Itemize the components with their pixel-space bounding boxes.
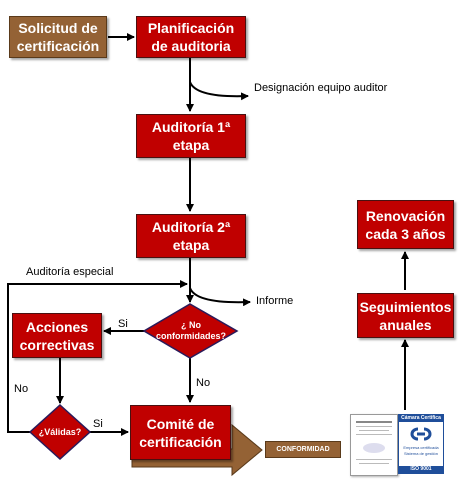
auditoria2-box: Auditoría 2ª etapa (136, 214, 246, 258)
certification-seal: Cámara Certifica Empresa certificada Sis… (398, 414, 444, 474)
certificate-document (350, 414, 398, 476)
no-conformidades-diamond (142, 303, 239, 359)
renovacion-box: Renovación cada 3 años (357, 200, 454, 249)
arrow-informe (189, 287, 251, 307)
si-label-1: Si (118, 318, 128, 330)
auditoria-especial-label: Auditoría especial (26, 266, 114, 278)
designacion-label: Designación equipo auditor (254, 82, 388, 94)
seal-sub2: Sistema de gestión (403, 451, 439, 456)
validas-text: ¿Válidas? (38, 427, 82, 437)
auditoria1-box: Auditoría 1ª etapa (136, 114, 246, 158)
seguimientos-label: Seguimientos anuales (359, 298, 452, 333)
auditoria2-label: Auditoría 2ª etapa (151, 219, 231, 253)
renovacion-label: Renovación cada 3 años (365, 207, 446, 242)
informe-label: Informe (256, 295, 294, 307)
planificacion-box: Planificación de auditoria (136, 16, 246, 58)
seal-title: Cámara Certifica (399, 415, 443, 422)
arrow-designacion (189, 81, 249, 101)
si-label-2: Si (93, 418, 103, 430)
no-conformidades-text: ¿ No conformidades? (155, 320, 226, 341)
acciones-box: Acciones correctivas (12, 313, 102, 358)
comite-box: Comité de certificación (130, 405, 231, 460)
auditoria1-label: Auditoría 1ª etapa (151, 119, 231, 153)
seguimientos-box: Seguimientos anuales (357, 293, 454, 338)
validas-diamond (28, 403, 92, 461)
comite-label: Comité de certificación (139, 415, 222, 450)
solicitud-box: Solicitud de certificación (9, 16, 107, 58)
seal-norm: ISO 9001 (399, 466, 443, 473)
no-label-1: No (14, 383, 29, 395)
arrow-auditoria-especial (7, 280, 188, 433)
conformidad-badge: CONFORMIDAD (265, 441, 341, 458)
no-label-2: No (196, 377, 211, 389)
acciones-label: Acciones correctivas (19, 318, 95, 353)
seal-sub1: Empresa certificada (403, 445, 439, 450)
seal-logo-icon (399, 426, 443, 442)
solicitud-label: Solicitud de certificación (16, 20, 100, 54)
conformidad-label: CONFORMIDAD (276, 446, 330, 453)
planificacion-label: Planificación de auditoria (147, 20, 235, 54)
